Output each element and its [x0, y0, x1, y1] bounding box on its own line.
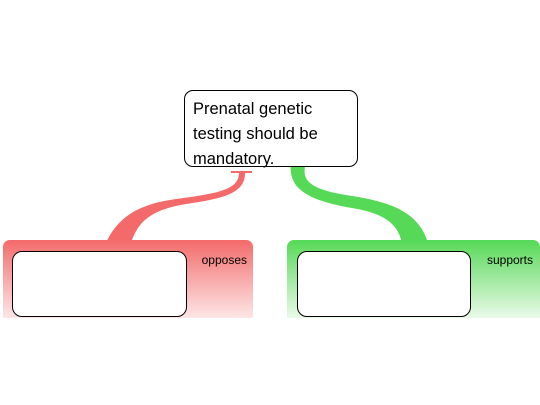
- supports-label: supports: [486, 253, 533, 267]
- opposes-label: opposes: [201, 253, 247, 267]
- supports-panel: supports: [287, 240, 540, 318]
- claim-box[interactable]: Prenatal genetic testing should be manda…: [184, 90, 358, 168]
- supporting-reason-box[interactable]: [297, 251, 471, 317]
- opposes-panel: opposes: [3, 240, 253, 318]
- claim-text: Prenatal genetic testing should be manda…: [193, 100, 318, 168]
- opposing-reason-box[interactable]: [12, 251, 187, 317]
- opposes-connector: [106, 171, 246, 243]
- supports-connector: [290, 163, 428, 243]
- opposes-marker: [231, 171, 252, 173]
